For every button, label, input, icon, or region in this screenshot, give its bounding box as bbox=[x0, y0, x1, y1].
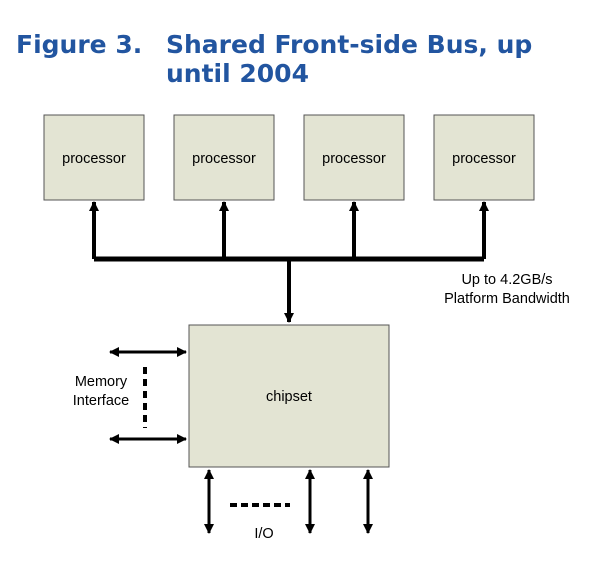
memory-label-line-1: Memory bbox=[75, 374, 128, 390]
processor-box: processor bbox=[303, 114, 405, 201]
figure-caption-line-2: until 2004 bbox=[166, 59, 309, 88]
processor-box: processor bbox=[173, 114, 275, 201]
bandwidth-label-line-2: Platform Bandwidth bbox=[444, 291, 570, 307]
memory-label-line-2: Interface bbox=[73, 393, 129, 409]
figure-number: Figure 3. bbox=[16, 30, 143, 59]
figure-caption-line-1: Shared Front-side Bus, up bbox=[166, 30, 533, 59]
processor-label: processor bbox=[192, 151, 256, 167]
processor-box: processor bbox=[433, 114, 535, 201]
chipset-label: chipset bbox=[266, 389, 312, 405]
bandwidth-label-line-1: Up to 4.2GB/s bbox=[461, 272, 552, 288]
processor-label: processor bbox=[62, 151, 126, 167]
processor-box: processor bbox=[43, 114, 145, 201]
processor-label: processor bbox=[322, 151, 386, 167]
processor-label: processor bbox=[452, 151, 516, 167]
bus-arrows bbox=[89, 201, 489, 323]
figure-caption: Shared Front-side Bus, up until 2004 bbox=[166, 30, 566, 88]
memory-arrows bbox=[109, 347, 187, 444]
chipset-box: chipset bbox=[188, 324, 390, 468]
io-label: I/O bbox=[254, 526, 273, 542]
io-arrows bbox=[204, 469, 373, 534]
